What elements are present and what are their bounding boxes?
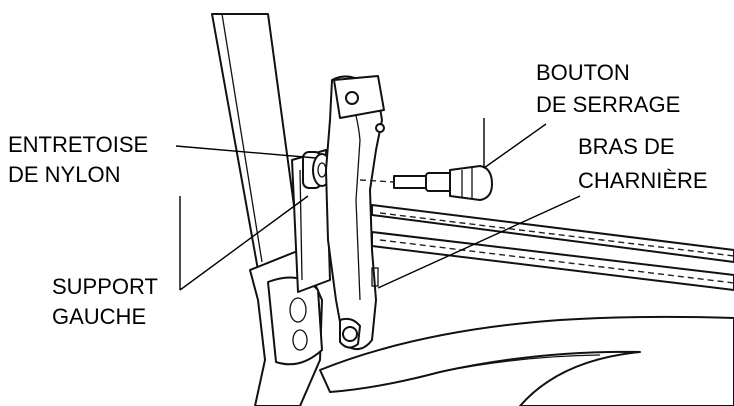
leader-support: [179, 195, 309, 291]
label-knob-line1: BOUTON: [536, 60, 630, 85]
base-frame: [319, 315, 734, 406]
label-hinge-arm: BRAS DE CHARNIÈRE: [578, 134, 708, 194]
leader-hinge-arm: [377, 195, 581, 289]
clamping-knob: [359, 165, 493, 201]
leader-spacer: [175, 145, 317, 159]
label-support-line1: SUPPORT: [52, 274, 158, 299]
crossbar: [371, 204, 734, 291]
label-clamping-knob: BOUTON DE SERRAGE: [536, 60, 680, 118]
label-knob-line2: DE SERRAGE: [536, 92, 681, 117]
label-support-line2: GAUCHE: [52, 304, 147, 329]
label-hinge-line1: BRAS DE: [578, 134, 675, 159]
label-hinge-line2: CHARNIÈRE: [578, 168, 708, 193]
label-left-support: SUPPORT GAUCHE: [52, 274, 158, 330]
label-spacer-line2: DE NYLON: [8, 162, 121, 187]
hinge-arm: [325, 75, 385, 351]
leader-knob: [483, 118, 547, 169]
label-nylon-spacer: ENTRETOISE DE NYLON: [8, 132, 148, 188]
label-spacer-line1: ENTRETOISE: [8, 132, 149, 157]
